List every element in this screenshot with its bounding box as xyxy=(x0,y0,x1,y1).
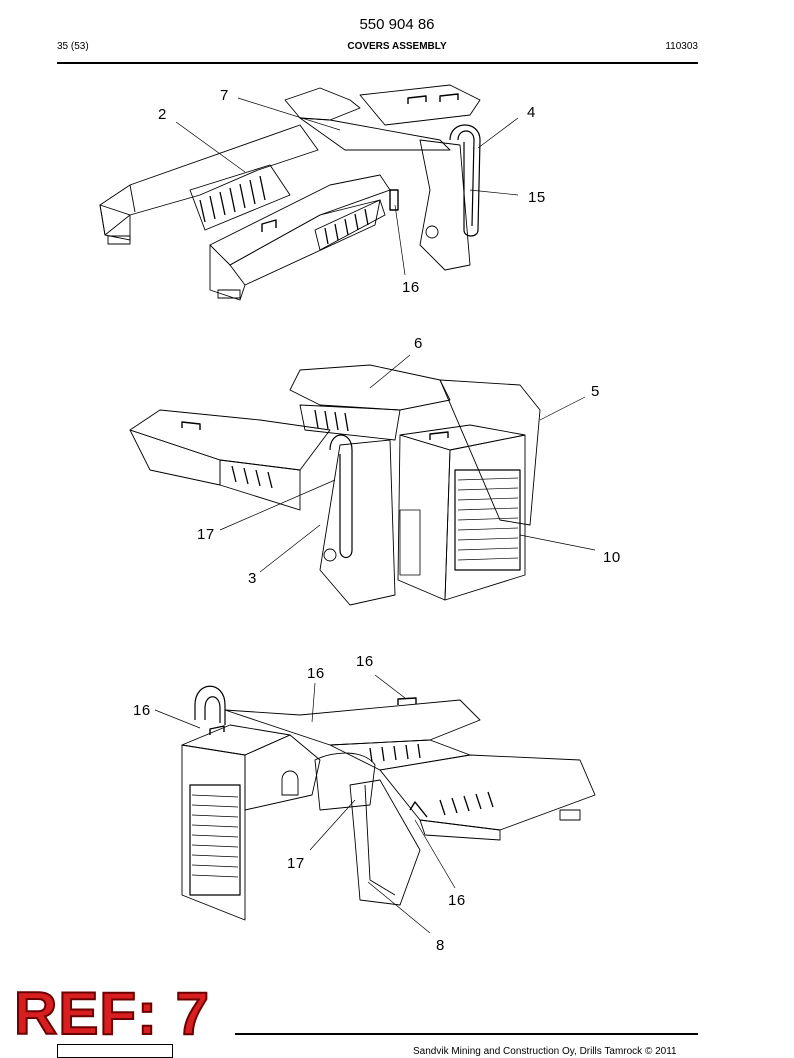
callout-16: 16 xyxy=(133,702,151,719)
callout-17: 17 xyxy=(287,855,305,872)
callout-8: 8 xyxy=(436,937,445,954)
callout-4: 4 xyxy=(527,104,536,121)
callout-15: 15 xyxy=(528,189,546,206)
document-date: 110303 xyxy=(665,41,698,52)
callout-2: 2 xyxy=(158,106,167,123)
callout-3: 3 xyxy=(248,570,257,587)
callout-5: 5 xyxy=(591,383,600,400)
brand-logo-box xyxy=(57,1044,173,1058)
callout-7: 7 xyxy=(220,87,229,104)
callout-16: 16 xyxy=(448,892,466,909)
callout-10: 10 xyxy=(603,549,621,566)
footer-copyright: Sandvik Mining and Construction Oy, Dril… xyxy=(413,1046,677,1057)
view-top-drawing xyxy=(99,84,481,301)
leader-lines xyxy=(154,97,596,934)
callout-16: 16 xyxy=(356,653,374,670)
footer-rule xyxy=(235,1033,698,1035)
section-title: COVERS ASSEMBLY xyxy=(347,41,447,52)
page-info: 35 (53) xyxy=(57,41,89,52)
header-rule xyxy=(57,62,698,64)
callout-17: 17 xyxy=(197,526,215,543)
view-middle-drawing xyxy=(129,364,541,606)
document-number: 550 904 86 xyxy=(359,16,435,33)
callout-6: 6 xyxy=(414,335,423,352)
callout-16: 16 xyxy=(402,279,420,296)
view-bottom-drawing xyxy=(181,685,596,921)
ref-stamp: REF: 7 xyxy=(13,980,211,1047)
callout-16: 16 xyxy=(307,665,325,682)
